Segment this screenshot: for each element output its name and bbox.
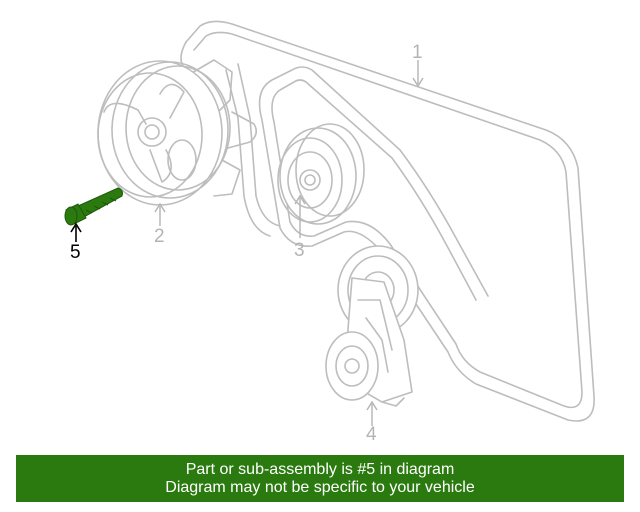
banner-line-2: Diagram may not be specific to your vehi…: [165, 478, 475, 496]
callout-2: 2: [154, 226, 165, 247]
idler-pulley[interactable]: [277, 123, 365, 225]
callout-4: 4: [366, 424, 377, 445]
drive-belt[interactable]: [180, 20, 595, 422]
banner-line-1: Part or sub-assembly is #5 in diagram: [185, 460, 455, 478]
callout-3: 3: [294, 240, 305, 261]
callout-1: 1: [412, 42, 423, 63]
callout-5: 5: [70, 242, 81, 263]
part-info-banner: Part or sub-assembly is #5 in diagram Di…: [16, 455, 624, 502]
bolt[interactable]: [64, 187, 123, 226]
pump-pulley[interactable]: [97, 59, 258, 206]
parts-diagram: 1 2 3 4 5: [64, 20, 595, 445]
belt-tensioner[interactable]: [325, 245, 419, 407]
